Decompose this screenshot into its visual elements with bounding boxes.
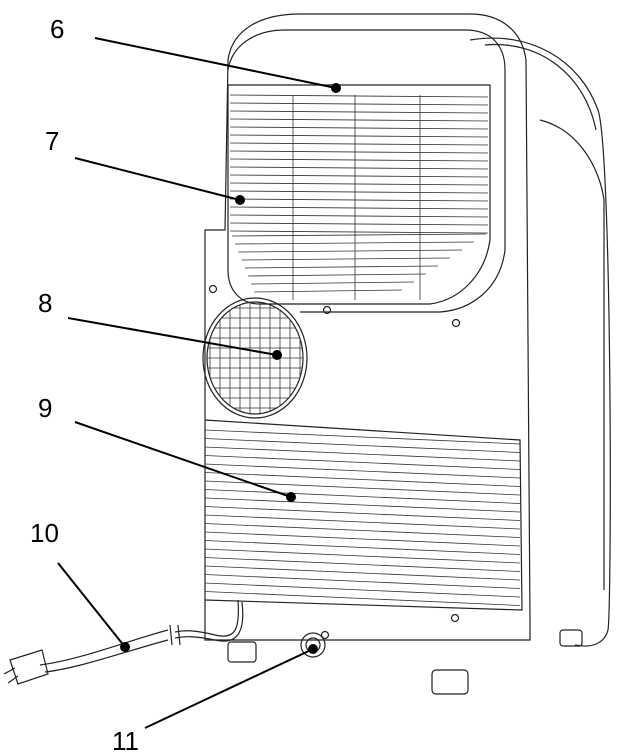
callout-number-7: 7 [45,126,60,156]
grille-line [204,531,521,547]
grille-line [229,134,489,138]
leader-8 [67,317,278,356]
exhaust-vent-grid [202,297,308,419]
grille-line [204,523,521,538]
grille-line [204,446,521,462]
grille-line [229,222,489,226]
power-cord [3,599,244,685]
grille-line [204,438,521,453]
callout-number-10: 10 [30,518,59,548]
grille-line [231,233,487,237]
leader-7 [74,157,241,201]
leader-11 [144,648,314,729]
grille-line [229,102,489,106]
callout-number-8: 8 [38,288,53,318]
leader-9 [74,421,292,498]
grille-line [204,489,521,504]
grille-line [251,281,415,285]
grille-line [204,557,521,572]
grille-line [229,230,489,234]
grille-line [229,126,489,130]
grille-line [204,540,521,555]
grille-line [204,514,521,530]
grille-line [229,182,489,186]
top-air-grille [229,94,489,300]
leader-6 [94,37,337,89]
grille-line [229,166,489,170]
grille-line [204,565,521,581]
grille-line [204,582,521,598]
dot-6 [331,83,341,93]
grille-line [204,574,521,589]
grille-line [229,158,489,162]
grille-line [204,455,521,470]
grille-line [241,257,451,261]
grille-line [204,429,521,445]
grille-line [229,142,489,146]
grille-line [229,150,489,154]
dot-7 [235,195,245,205]
dot-11 [308,644,318,654]
wheels [227,629,583,695]
grille-line [204,591,521,606]
grille-line [238,249,463,253]
grille-line [229,190,489,194]
grille-line [204,463,521,479]
grille-line [204,480,521,496]
callout-number-11: 11 [112,726,139,756]
grille-line [229,206,489,210]
grille-line [229,198,489,202]
lower-air-grille [204,419,523,611]
grille-line [204,472,521,487]
grille-line [254,289,403,293]
grille-line [229,118,489,122]
screws [208,284,461,640]
grille-line [204,497,521,513]
grille-line [244,265,439,269]
callout-leaders [57,37,341,729]
dot-8 [272,350,282,360]
grille-line [229,110,489,114]
unit-body [204,13,611,647]
grille-line [204,506,521,521]
dot-9 [286,492,296,502]
dot-10 [120,642,130,652]
grille-line [247,273,427,277]
callout-number-9: 9 [38,393,53,423]
grille-line [229,174,489,178]
callout-number-6: 6 [50,14,65,44]
grille-line [229,94,489,98]
leader-10 [57,562,126,648]
grille-line [229,214,489,218]
grille-line [204,548,521,564]
